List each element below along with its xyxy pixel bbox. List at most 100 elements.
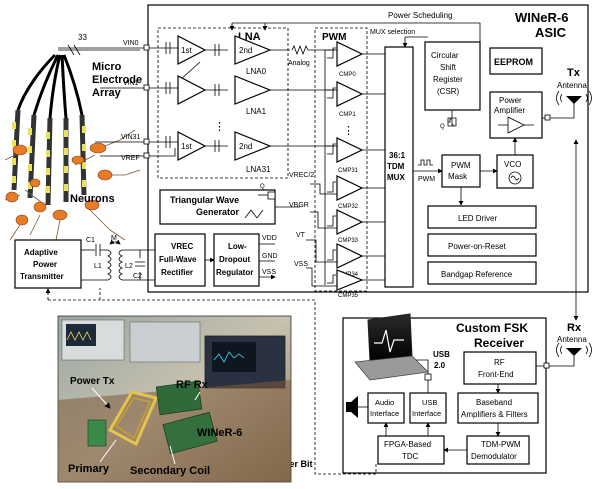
cmp31-label: CMP31 [338, 168, 359, 174]
coil-l2: L2 [125, 263, 133, 270]
csr-line2: Shift [440, 63, 457, 72]
tx-label-line1: Tx [567, 67, 581, 79]
baseband-line2: Amplifiers & Filters [461, 410, 528, 419]
cmp31: CMP31 [327, 137, 364, 174]
csr-line4: (CSR) [437, 87, 460, 96]
usb-if-line2: Interface [412, 409, 441, 418]
usb-if-line1: USB [422, 398, 437, 407]
vrec-line3: Rectifier [161, 268, 193, 277]
cmp1: CMP1 [327, 81, 364, 118]
cmp-to-mux-lines [362, 53, 385, 281]
lna-region [157, 27, 289, 179]
pwm-region [314, 27, 368, 292]
demod-line2: Demodulator [471, 452, 517, 461]
ldo-line2: Dropout [219, 255, 250, 264]
fpga-line2: TDC [402, 452, 419, 461]
cmp35-label: CMP35 [338, 293, 359, 299]
lna0-label: LNA0 [246, 67, 267, 76]
input-vbgr: VBGR [289, 202, 309, 209]
pwm-title: PWM [322, 32, 346, 43]
power-bit-label: Power Bit [271, 459, 313, 469]
asic-title-line2: ASIC [535, 25, 567, 40]
input-vt: VT [296, 232, 306, 239]
apt-line3: Transmitter [20, 272, 64, 281]
csr-line3: Register [433, 75, 463, 84]
photo-primary: Primary [68, 463, 110, 475]
lna1-label: LNA1 [246, 107, 267, 116]
neurons-illustration: Neurons [4, 129, 141, 246]
cmp-dots: ⋮ [343, 125, 354, 137]
vin31-label: VIN31 [121, 134, 141, 141]
eeprom-label: EEPROM [494, 57, 533, 67]
inductive-link: C1 M L1 L2 C2 [81, 235, 155, 281]
pa-line1: Power [499, 96, 522, 105]
vin0-label: VIN0 [123, 40, 139, 47]
csr-q: Q [440, 124, 445, 130]
cmp33-label: CMP33 [338, 238, 359, 244]
receiver-title-line2: Receiver [474, 336, 524, 350]
neurons-label: Neurons [70, 193, 115, 205]
cmp35: CMP35 [327, 269, 364, 299]
usb-label-line2: 2.0 [434, 361, 446, 370]
cmp1-label: CMP1 [339, 112, 356, 118]
supply-vss: VSS [262, 269, 276, 276]
photo-secondary-coil: Secondary Coil [130, 465, 210, 477]
baseband-line1: Baseband [476, 398, 512, 407]
csr-block [424, 41, 481, 111]
fpga-line1: FPGA-Based [384, 440, 431, 449]
power-bit-feedback [99, 288, 377, 475]
photo-rf-rx: RF Rx [176, 379, 209, 391]
mux-out-pwm: PWM [418, 176, 435, 183]
vrec-line1: VREC [171, 242, 193, 251]
cmp32-label: CMP32 [338, 204, 359, 210]
tx-antenna: Tx Antenna [556, 67, 592, 119]
photo-winer6: WINeR-6 [197, 427, 242, 439]
lna31-stage1: 1st [181, 142, 192, 151]
coil-c2: C2 [133, 273, 142, 280]
coil-l1: L1 [94, 263, 102, 270]
vrec-line2: Full-Wave [159, 255, 197, 264]
vref-label: VREF [121, 155, 140, 162]
rf-line1: RF [494, 358, 505, 367]
tdm-mux [384, 46, 414, 288]
input-vrec2: VREC/2 [289, 172, 314, 179]
bandgap-block [427, 261, 537, 285]
baseband-block [457, 392, 539, 424]
cmp33: CMP33 [327, 209, 364, 244]
laptop-icon [354, 313, 429, 381]
coil-m: M [111, 235, 117, 242]
receiver-title-line1: Custom FSK [456, 321, 528, 335]
audio-line2: Interface [370, 409, 399, 418]
pwm-mask-line2: Mask [448, 172, 468, 181]
tri-gen-q: Q [260, 184, 265, 190]
audio-line1: Audio [375, 398, 394, 407]
mux-line3: MUX [387, 173, 405, 182]
rx-antenna: Rx Antenna [546, 322, 592, 367]
input-vss: VSS [294, 261, 308, 268]
ldo-line3: Regulator [216, 268, 253, 277]
tx-label-line2: Antenna [557, 81, 587, 90]
lna0-stage2: 2nd [239, 46, 252, 55]
rx-label-line1: Rx [567, 322, 582, 334]
asic-title-line1: WINeR-6 [515, 10, 568, 25]
supply-gnd: GND [262, 253, 278, 260]
usb-label-line1: USB [433, 350, 450, 359]
cmp0-label: CMP0 [339, 72, 356, 78]
vin1-label: VIN1 [123, 80, 139, 87]
apt-line1: Adaptive [24, 248, 58, 257]
bandgap-label: Bandgap Reference [441, 270, 513, 279]
csr-line1: Circular [431, 51, 459, 60]
electrode-label-line1: Micro [92, 61, 122, 73]
pa-line2: Amplifier [494, 106, 525, 115]
por-label: Power-on-Reset [448, 242, 507, 251]
supply-vdd: VDD [262, 235, 277, 242]
photo-power-tx: Power Tx [70, 376, 115, 387]
pwm-mask-line1: PWM [451, 161, 471, 170]
supply-rails: VDD GND VSS [259, 235, 278, 277]
por-block [427, 233, 537, 257]
led-driver-block [427, 205, 537, 229]
electrode-count: 33 [78, 33, 87, 42]
analog-label: Analog [288, 60, 310, 67]
lna-dots: ⋮ [214, 121, 225, 133]
